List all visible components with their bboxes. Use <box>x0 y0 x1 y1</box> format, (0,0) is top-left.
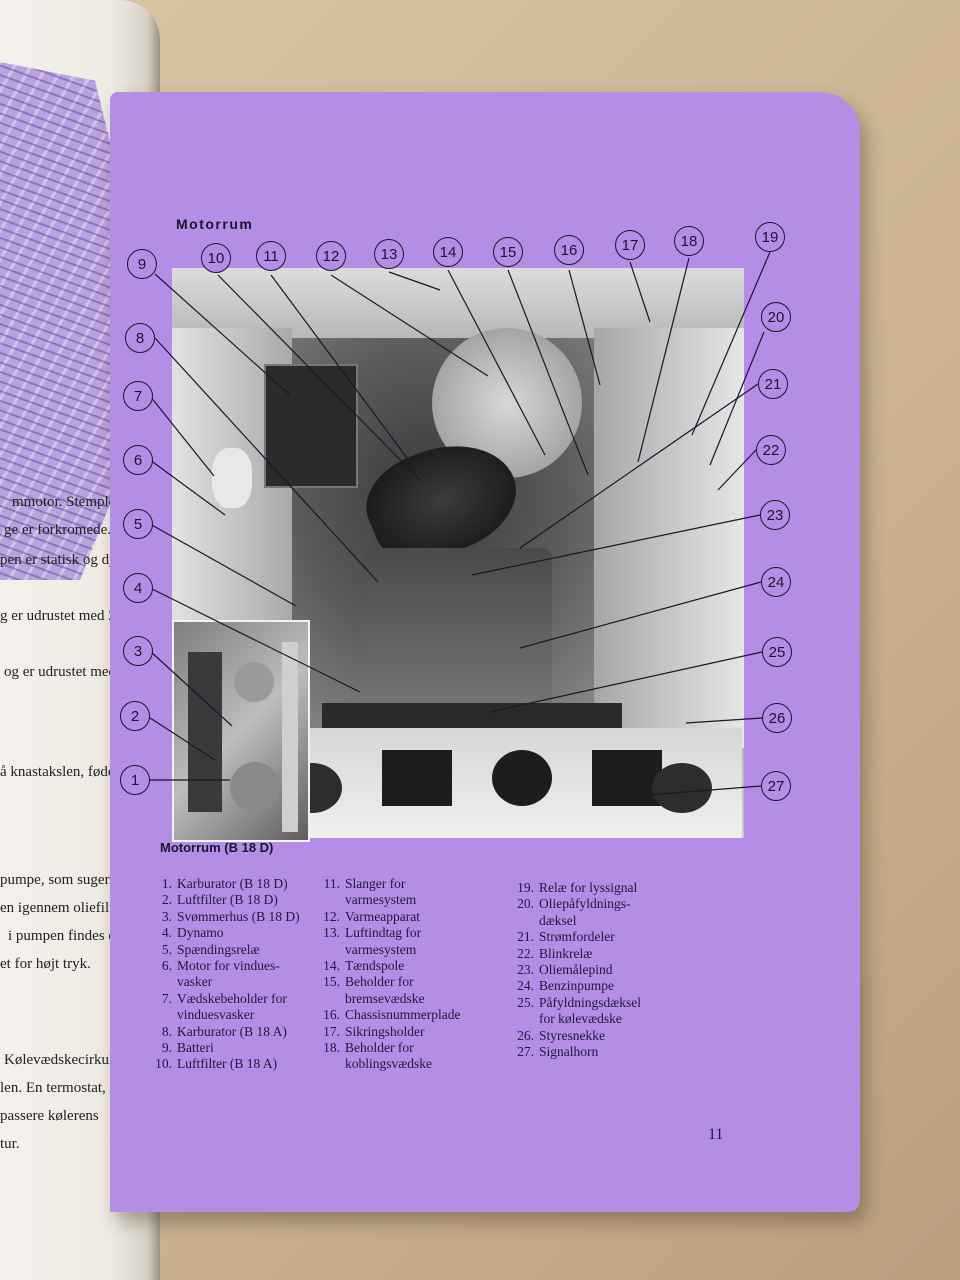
legend-item: 5.Spændingsrelæ <box>161 941 260 957</box>
legend-item: 18.Beholder for koblingsvædske <box>323 1040 433 1072</box>
callout-9: 9 <box>127 249 157 279</box>
left-text-line: å knastakslen, føder <box>0 764 120 780</box>
left-text-line: og er udrustet med <box>4 664 117 680</box>
callout-22: 22 <box>756 435 786 465</box>
legend-item: 15.Beholder for bremsevædske <box>323 974 425 1006</box>
left-text-line: pumpe, som suger ol <box>0 872 125 888</box>
legend-item: 13.Luftindtag for varmesystem <box>323 925 422 957</box>
legend-item: 25.Påfyldningsdæksel for kølevædske <box>517 994 642 1027</box>
legend-item: 6.Motor for vindues- vasker <box>161 958 280 990</box>
callout-11: 11 <box>256 241 286 271</box>
callout-18: 18 <box>674 226 704 256</box>
legend-item: 20.Oliepåfyldnings- dæksel <box>517 896 631 928</box>
page-number: 11 <box>708 1126 724 1143</box>
legend-item: 19.Relæ for lyssignal <box>517 880 638 895</box>
legend-item: 22.Blinkrelæ <box>517 945 593 961</box>
callout-12: 12 <box>316 241 346 271</box>
legend-item: 14.Tændspole <box>323 958 405 974</box>
legend-item: 3.Svømmerhus (B 18 D) <box>161 908 300 924</box>
callout-19: 19 <box>755 222 785 252</box>
left-text-line: en igennem oliefilter <box>0 900 125 916</box>
left-text-line: len. En termostat, <box>0 1080 106 1096</box>
legend-item: 21.Strømfordeler <box>517 929 615 945</box>
callout-15: 15 <box>493 237 523 267</box>
legend-item: 12.Varmeapparat <box>323 908 420 924</box>
left-text-line: i pumpen findes der <box>8 928 128 944</box>
callout-2: 2 <box>120 701 150 731</box>
legend-item: 17.Sikringsholder <box>323 1023 425 1039</box>
callout-3: 3 <box>123 636 153 666</box>
left-text-line: tur. <box>0 1136 20 1152</box>
left-text-line: g er udrustet med Zen <box>0 608 132 624</box>
callout-17: 17 <box>615 230 645 260</box>
legend-column-3: 19.Relæ for lyssignal 20.Oliepåfyldnings… <box>508 880 641 1060</box>
page-title: Motorrum <box>176 216 254 232</box>
left-text-line: passere kølerens <box>0 1108 99 1124</box>
callout-7: 7 <box>123 381 153 411</box>
legend-item: 8.Karburator (B 18 A) <box>161 1023 287 1039</box>
legend-item: 24.Benzinpumpe <box>517 978 614 994</box>
legend-column-1: 1.Karburator (B 18 D) 2.Luftfilter (B 18… <box>146 876 300 1073</box>
callout-23: 23 <box>760 500 790 530</box>
legend-item: 11.Slanger for varmesystem <box>323 876 417 908</box>
left-text-line: ge er forkromede. <box>4 522 112 538</box>
legend-item: 23.Oliemålepind <box>517 962 613 978</box>
callout-4: 4 <box>123 573 153 603</box>
legend-item: 27.Signalhorn <box>517 1044 599 1060</box>
legend-item: 7.Vædskebeholder for vinduesvasker <box>161 990 287 1023</box>
callout-5: 5 <box>123 509 153 539</box>
photo-caption: Motorrum (B 18 D) <box>160 840 274 855</box>
left-text-line: Kølevædskecirkulation <box>4 1052 144 1068</box>
left-text-line: et for højt tryk. <box>0 956 91 972</box>
b18d-carburetor-inset-photo <box>172 620 310 842</box>
left-text-line: pen er statisk og dy <box>0 552 117 568</box>
legend-column-2: 11.Slanger for varmesystem 12.Varmeappar… <box>314 876 460 1073</box>
callout-14: 14 <box>433 237 463 267</box>
callout-25: 25 <box>762 637 792 667</box>
callout-21: 21 <box>758 369 788 399</box>
callout-24: 24 <box>761 567 791 597</box>
callout-13: 13 <box>374 239 404 269</box>
legend-item: 16.Chassisnummerplade <box>323 1007 461 1023</box>
callout-10: 10 <box>201 243 231 273</box>
callout-1: 1 <box>120 765 150 795</box>
legend-item: 9.Batteri <box>161 1040 214 1056</box>
callout-26: 26 <box>762 703 792 733</box>
callout-6: 6 <box>123 445 153 475</box>
legend-item: 1.Karburator (B 18 D) <box>161 876 288 891</box>
legend-item: 10.Luftfilter (B 18 A) <box>155 1056 278 1072</box>
legend-item: 2.Luftfilter (B 18 D) <box>161 892 278 908</box>
callout-20: 20 <box>761 302 791 332</box>
legend-item: 26.Styresnekke <box>517 1027 605 1043</box>
legend-item: 4.Dynamo <box>161 925 224 941</box>
callout-27: 27 <box>761 771 791 801</box>
callout-16: 16 <box>554 235 584 265</box>
callout-8: 8 <box>125 323 155 353</box>
